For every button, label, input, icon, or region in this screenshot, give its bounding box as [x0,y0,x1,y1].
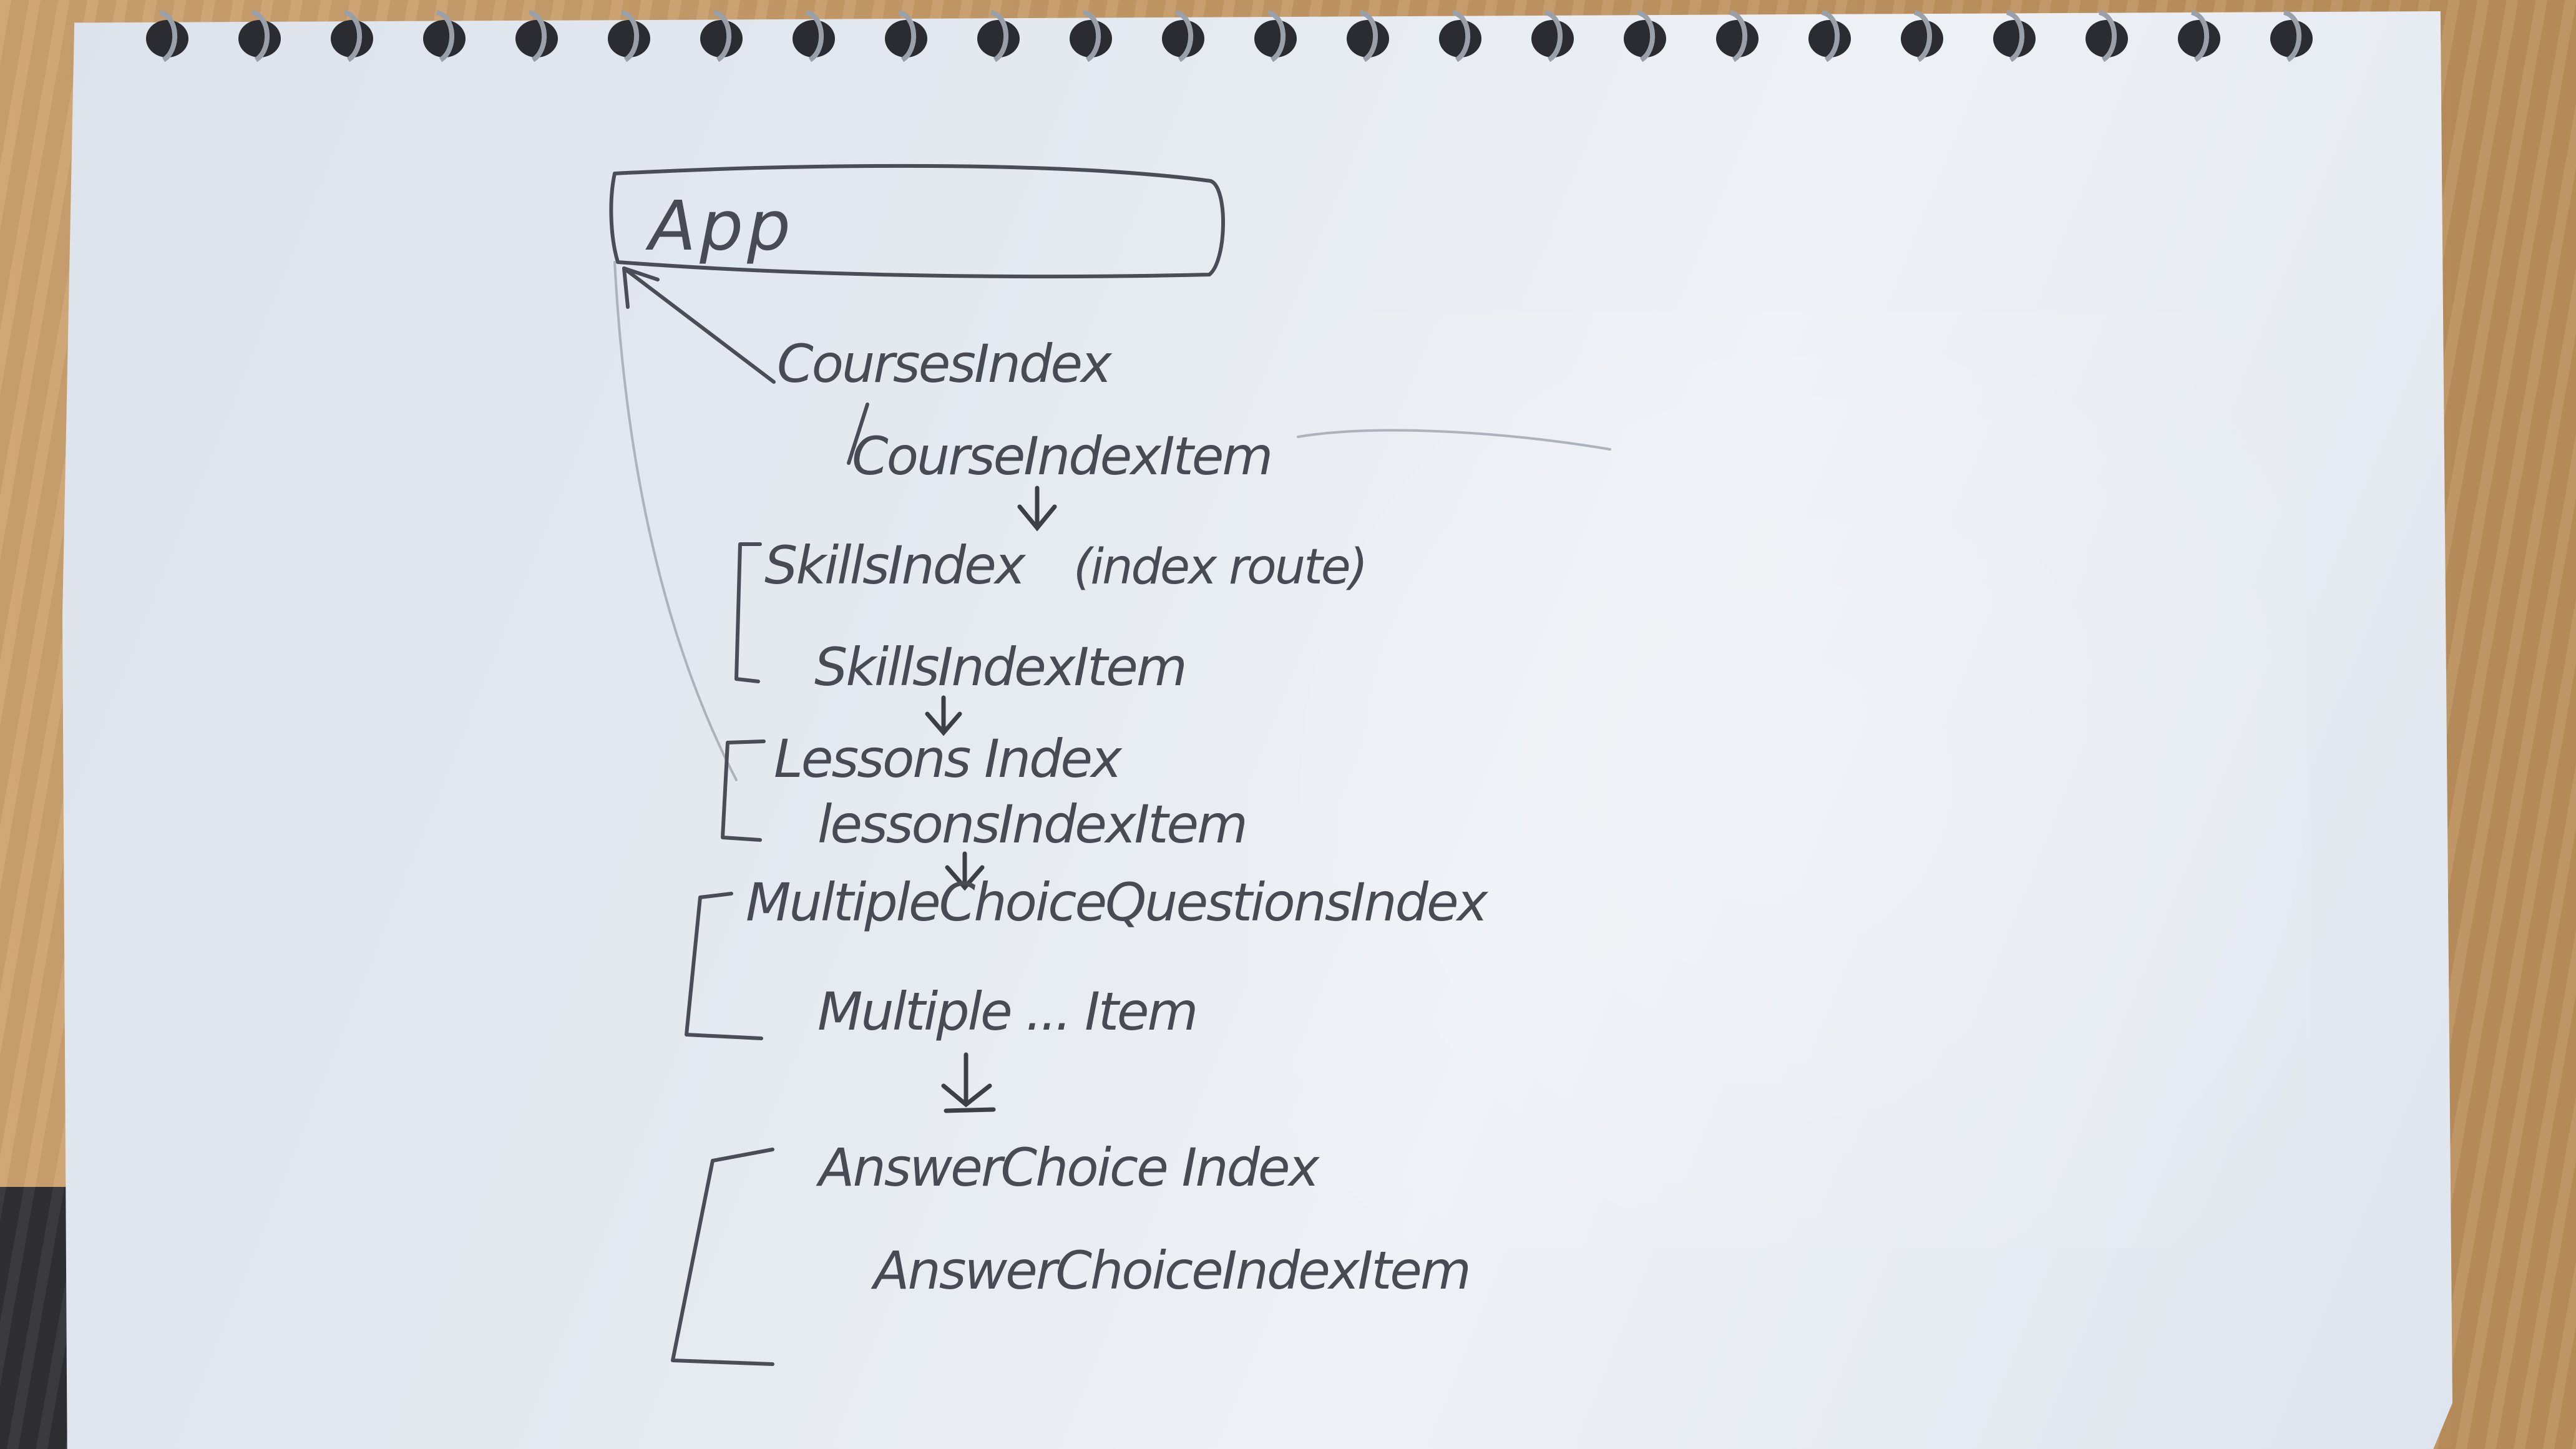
mcq-bracket [685,892,763,1040]
notebook-page [62,11,2452,1449]
answer-index-label: AnswerChoice Index [816,1137,1320,1198]
app-label: App [645,186,794,266]
courses-index-label: CoursesIndex [777,333,1113,394]
mcq-index-label: MultipleChoiceQuestionsIndex [746,872,1489,933]
eraser-smudge [1297,429,1611,451]
course-item-connector [847,402,869,465]
course-index-item-label: CourseIndexItem [852,426,1271,487]
app-box [609,163,1225,279]
lessons-index-item-label: lessonsIndexItem [817,794,1246,855]
skills-index-note: (index route) [1073,539,1366,595]
mcq-item-label: Multiple ... Item [817,981,1196,1042]
lessons-bracket [721,739,766,842]
skills-index-item-label: SkillsIndexItem [814,637,1186,698]
courses-to-app-arrow [622,266,776,384]
course-to-skills-arrow [1017,485,1057,532]
courses-to-app-arrowhead [622,266,660,309]
skills-to-lessons-arrow [925,695,962,736]
faint-left-guideline [613,261,738,781]
lessons-index-label: Lessons Index [774,728,1123,789]
answer-index-item-label: AnswerChoiceIndexItem [871,1240,1470,1301]
lessons-to-mcq-arrow [945,851,985,891]
skills-index-label: SkillsIndex [764,535,1027,596]
answer-bracket [671,1148,774,1366]
mcq-to-answer-arrow [941,1052,996,1113]
skills-bracket [734,542,762,683]
